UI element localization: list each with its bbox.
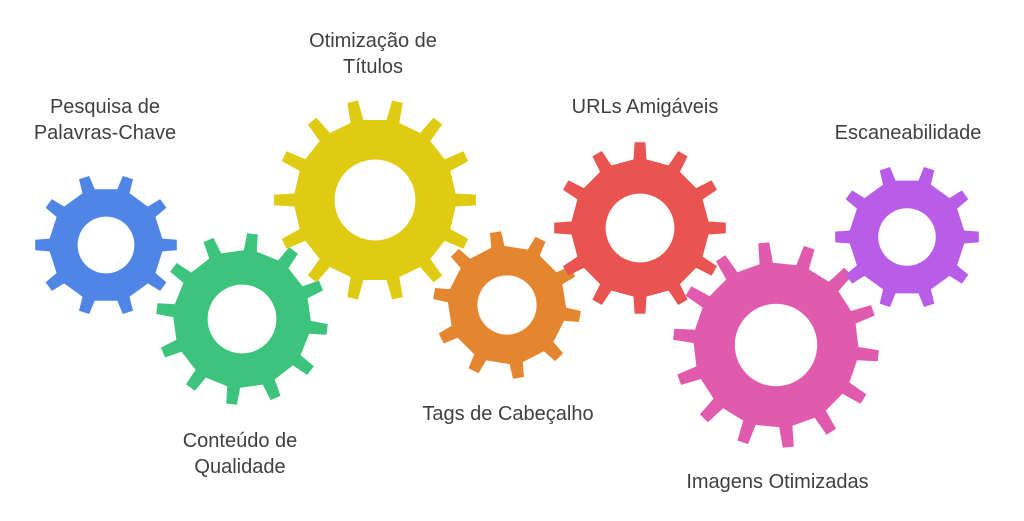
- label-otimizacao-titulos: Otimização de Títulos: [309, 30, 437, 78]
- gear-escaneabilidade: [835, 167, 979, 307]
- gear-urls-amigaveis: [554, 142, 726, 314]
- label-pesquisa-palavras-chave: Pesquisa de Palavras-Chave: [33, 96, 177, 144]
- label-imagens-otimizadas: Imagens Otimizadas: [686, 471, 869, 493]
- gear-pesquisa-palavras-chave: [35, 176, 177, 314]
- label-conteudo-qualidade: Conteúdo de Qualidade: [182, 430, 298, 478]
- gear-imagens-otimizadas: [673, 242, 879, 448]
- label-tags-cabecalho: Tags de Cabeçalho: [422, 403, 594, 425]
- gear-otimizacao-titulos: [274, 100, 476, 300]
- label-escaneabilidade: Escaneabilidade: [834, 122, 982, 144]
- gear-conteudo-qualidade: [156, 233, 328, 405]
- gear-tags-cabecalho: [433, 231, 581, 379]
- label-urls-amigaveis: URLs Amigáveis: [571, 96, 719, 118]
